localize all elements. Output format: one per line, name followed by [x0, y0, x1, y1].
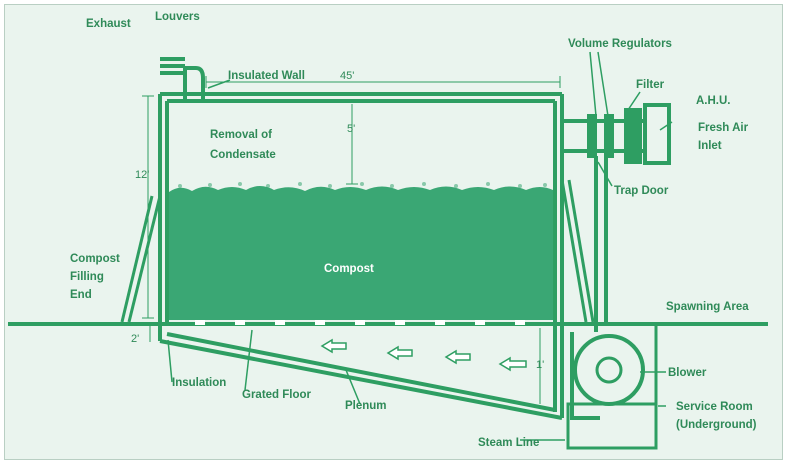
plenum: [158, 330, 563, 420]
label-filling-2: Filling: [70, 271, 104, 283]
label-fresh-air-inlet: Inlet: [698, 140, 722, 152]
label-exhaust: Exhaust: [86, 18, 131, 30]
dimension-plenum-left: 2': [131, 333, 139, 345]
label-plenum: Plenum: [345, 400, 387, 412]
label-service-room: Service Room: [676, 401, 753, 413]
label-insulated-wall: Insulated Wall: [228, 70, 305, 82]
dimension-length: 45': [340, 70, 354, 82]
label-steam-line: Steam Line: [478, 437, 539, 449]
grated-floor: [195, 320, 525, 325]
leader-lines: [167, 51, 673, 441]
label-volume-regulators: Volume Regulators: [568, 38, 672, 50]
label-filling-1: Compost: [70, 253, 120, 265]
label-insulation: Insulation: [172, 377, 226, 389]
compost-surface: [178, 182, 547, 188]
label-filling-3: End: [70, 289, 92, 301]
dimension-headspace: 5': [347, 123, 355, 135]
label-filter: Filter: [636, 79, 665, 91]
label-fresh-air: Fresh Air: [698, 122, 749, 134]
label-grated-floor: Grated Floor: [242, 389, 312, 401]
airflow-arrows: [320, 338, 527, 372]
label-ahu: A.H.U.: [696, 95, 731, 107]
compost-mass: [169, 186, 553, 320]
blower-service-room: [566, 326, 658, 450]
label-removal: Removal of: [210, 129, 272, 141]
label-louvers: Louvers: [155, 11, 200, 23]
dimension-plenum-right: 1': [536, 359, 544, 371]
label-trap-door: Trap Door: [614, 185, 669, 197]
dimension-height: 12': [135, 169, 149, 181]
air-handling-unit: [562, 103, 671, 332]
dimension-lines: [142, 76, 561, 404]
tunnel-walls: [158, 92, 564, 418]
label-underground: (Underground): [676, 419, 757, 431]
label-condensate: Condensate: [210, 149, 276, 161]
label-blower: Blower: [668, 367, 707, 379]
exhaust-stack: [160, 57, 205, 101]
label-spawning-area: Spawning Area: [666, 301, 749, 313]
support-struts: [120, 179, 595, 323]
label-compost: Compost: [324, 263, 374, 275]
